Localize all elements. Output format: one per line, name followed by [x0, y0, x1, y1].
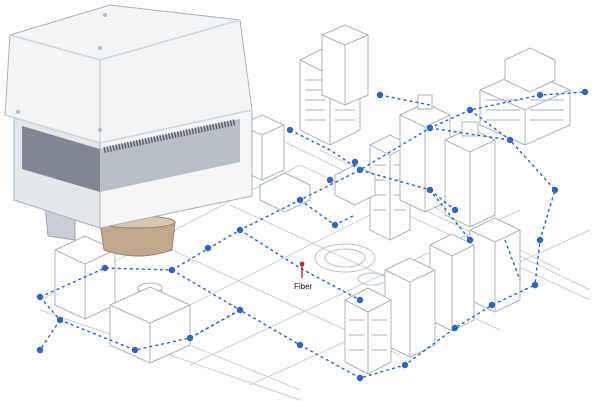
network-node — [56, 316, 64, 324]
fiber-label: Fiber — [294, 282, 313, 291]
network-node — [401, 361, 409, 369]
building-low-east — [504, 47, 556, 93]
network-node — [426, 186, 434, 194]
building-low-center — [259, 164, 376, 213]
network-node — [531, 281, 539, 289]
network-node — [296, 341, 304, 349]
network-node — [536, 91, 544, 99]
network-node — [506, 136, 514, 144]
network-node — [36, 346, 44, 354]
network-node — [186, 334, 194, 342]
network-node — [131, 346, 139, 354]
fiber-marker-icon — [299, 261, 305, 278]
network-node — [204, 244, 212, 252]
edge-compute-enclosure-icon — [4, 4, 253, 257]
building-tower-south-2 — [344, 287, 392, 375]
network-node — [451, 206, 459, 214]
network-node — [101, 264, 109, 272]
network-node — [426, 124, 434, 132]
network-node — [168, 266, 176, 274]
buildings — [54, 24, 571, 375]
network-node — [236, 306, 244, 314]
network-node — [286, 126, 294, 134]
building-office-east — [479, 69, 571, 146]
building-southwest-block — [109, 286, 191, 364]
network-node — [36, 293, 44, 301]
network-node — [536, 236, 544, 244]
network-node — [356, 296, 364, 304]
network-node — [488, 301, 496, 309]
network-node — [466, 236, 474, 244]
network-node — [296, 196, 304, 204]
network-node — [356, 374, 364, 382]
building-skyscraper-center-3 — [444, 121, 496, 228]
network-node — [351, 158, 359, 166]
network-node — [326, 176, 334, 184]
building-tower-south — [384, 257, 436, 358]
plaza — [314, 243, 387, 286]
network-node — [451, 324, 459, 332]
network-node — [551, 186, 559, 194]
building-tower-north-2 — [321, 24, 369, 106]
network-node — [376, 91, 384, 99]
network-node — [466, 106, 474, 114]
network-nodes — [36, 88, 589, 382]
network-node — [331, 221, 339, 229]
building-skyscraper-center-2 — [399, 94, 451, 213]
network-node — [356, 166, 364, 174]
network-node — [581, 88, 589, 96]
building-tower-southeast — [469, 217, 521, 313]
building-tower-southeast-2 — [429, 233, 475, 332]
network-node — [236, 226, 244, 234]
